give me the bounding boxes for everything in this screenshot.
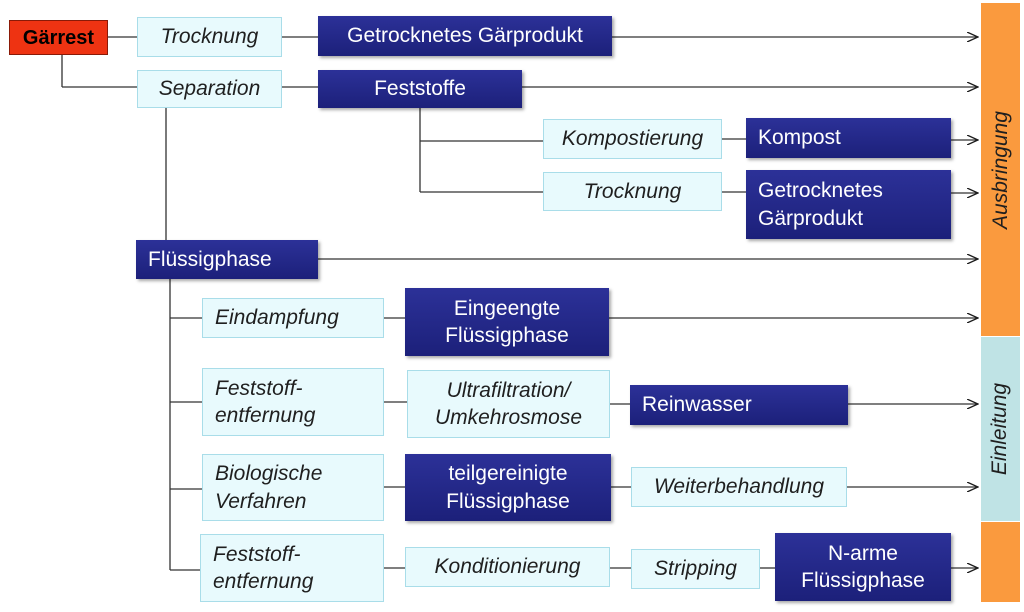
node-label-line: N-arme (827, 541, 898, 565)
node-label-line: Stripping (654, 557, 737, 581)
node-label-line: Separation (158, 77, 261, 101)
feststoffentfernung-node-2: Feststoff-entfernung (200, 534, 384, 602)
node-label-line: Feststoffe (374, 77, 466, 101)
node-label-line: Weiterbehandlung (653, 475, 825, 499)
einleitung-bar: Einleitung (981, 337, 1020, 521)
konditionierung-node: Konditionierung (405, 547, 610, 587)
ausbringung-label: Ausbringung (988, 110, 1012, 229)
node-label-line: Trocknung (583, 179, 682, 203)
node-label-line: Trocknung (160, 25, 259, 49)
node-label-line: Kompostierung (561, 127, 704, 151)
ultrafiltration-node: Ultrafiltration/Umkehrosmose (407, 370, 610, 438)
node-label-line: entfernung (215, 404, 316, 427)
ausbringung-bar: Ausbringung (981, 3, 1020, 336)
separation-node: Separation (137, 70, 282, 108)
gaerrest-label: Gärrest (22, 26, 95, 49)
node-label-line: Kompost (758, 126, 841, 150)
node-label-line: Ultrafiltration/ (446, 378, 571, 402)
node-label-line: Getrocknetes Gärprodukt (347, 24, 583, 48)
node-label-line: Getrocknetes (758, 179, 883, 203)
einleitung-label: Einleitung (988, 382, 1012, 476)
node-label-line: Umkehrosmose (434, 406, 583, 429)
node-label-line: Reinwasser (642, 393, 752, 417)
node-label-line: Flüssigphase (445, 324, 569, 347)
node-label-line: Flüssigphase (801, 569, 925, 592)
node-label-line: Eingeengte (453, 296, 561, 320)
kompostierung-node: Kompostierung (543, 119, 722, 159)
fluessigphase-node: Flüssigphase (136, 240, 318, 279)
node-label-line: Gärprodukt (758, 206, 864, 230)
feststoffentfernung-node-1: Feststoff-entfernung (202, 368, 384, 436)
node-label-line: Eindampfung (215, 306, 339, 330)
node-label-line: Feststoff- (213, 542, 301, 566)
node-label-line: Flüssigphase (446, 489, 570, 513)
ausbringung-bar-lower (981, 522, 1020, 602)
trocknung-node-2: Trocknung (543, 172, 722, 211)
weiterbehandlung-node: Weiterbehandlung (631, 467, 847, 507)
node-label-line: Konditionierung (434, 555, 581, 579)
node-label-line: Flüssigphase (148, 247, 272, 271)
node-label-line: Feststoff- (215, 376, 303, 400)
node-label-line: Biologische (215, 462, 323, 486)
trocknung-node-1: Trocknung (137, 17, 282, 57)
gaerrest-node: Gärrest (9, 20, 108, 55)
node-label-line: Verfahren (215, 489, 307, 513)
getrocknetes-gaerprodukt-node-1: Getrocknetes Gärprodukt (318, 16, 612, 56)
kompost-node: Kompost (746, 118, 951, 158)
feststoffe-node: Feststoffe (318, 70, 522, 108)
node-label-line: entfernung (213, 570, 314, 593)
node-label-line: teilgereinigte (448, 462, 568, 486)
stripping-node: Stripping (631, 549, 760, 589)
reinwasser-node: Reinwasser (630, 385, 848, 425)
eindampfung-node: Eindampfung (202, 298, 384, 338)
